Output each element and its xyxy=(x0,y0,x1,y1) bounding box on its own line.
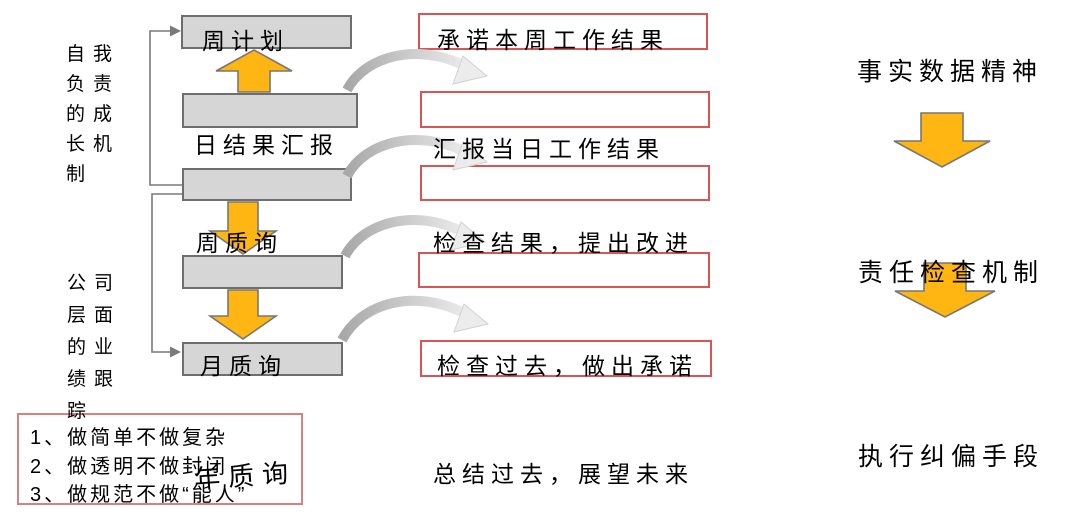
principle-line-1: 1、做简单不做复杂 xyxy=(30,427,229,449)
down-arrow-icon-pillar-2 xyxy=(894,262,996,318)
curved-arrow-icon-4 xyxy=(337,295,490,343)
outcome-box-commit-week xyxy=(418,13,708,50)
flow-label-daily-report: 日结果汇报 xyxy=(194,132,339,158)
flow-label-week-plan: 周计划 xyxy=(202,28,289,54)
pillar-responsibility-check: 责任检查机制 xyxy=(858,259,1045,287)
pillar-fact-data-spirit: 事实数据精神 xyxy=(857,58,1044,86)
down-arrow-icon-month xyxy=(207,289,279,340)
principle-line-2: 2、做透明不做封闭 xyxy=(30,456,229,478)
down-arrow-icon-week xyxy=(207,201,279,255)
curved-arrow-icon-1 xyxy=(342,49,489,93)
flow-box-month-inquiry-upper xyxy=(182,255,343,289)
bracket-connector-top xyxy=(149,25,182,186)
up-arrow-icon xyxy=(215,49,293,93)
outcome-text-check-improve: 检查结果，提出改进 xyxy=(433,230,694,256)
outcome-box-empty-3 xyxy=(418,252,710,288)
label-self-growth-mechanism: 自我 负责 的成 长机 制 xyxy=(66,44,121,185)
flow-box-month-inquiry xyxy=(182,342,343,376)
outcome-text-check-commit: 检查过去，做出承诺 xyxy=(437,353,698,379)
label-company-tracking-mechanism: 公司 层面 的业 绩跟 踪 xyxy=(67,273,122,422)
outcome-text-summarize-future: 总结过去，展望未来 xyxy=(433,461,694,487)
down-arrow-icon-pillar-1 xyxy=(893,112,991,168)
flow-label-week-inquiry: 周质询 xyxy=(196,230,283,256)
flow-box-daily-report xyxy=(182,93,358,128)
principles-box xyxy=(17,413,303,505)
flow-label-month-inquiry: 月质询 xyxy=(200,353,287,379)
curved-arrow-icon-3 xyxy=(340,215,487,259)
flow-box-week-inquiry xyxy=(182,168,352,201)
curved-arrow-icon-2 xyxy=(342,135,489,179)
bracket-connector-bottom xyxy=(151,193,182,358)
outcome-box-empty-2 xyxy=(420,165,710,201)
flow-box-week-plan xyxy=(181,15,352,49)
principle-line-3: 3、做规范不做“能人” xyxy=(30,484,248,506)
outcome-text-report-today: 汇报当日工作结果 xyxy=(433,136,665,162)
pillar-execution-correction: 执行纠偏手段 xyxy=(858,443,1045,471)
outcome-box-check-commit xyxy=(420,340,712,377)
outcome-text-commit-week: 承诺本周工作结果 xyxy=(437,27,669,53)
outcome-box-empty-1 xyxy=(420,91,710,128)
flow-label-year-inquiry: 年质询 xyxy=(193,457,298,495)
